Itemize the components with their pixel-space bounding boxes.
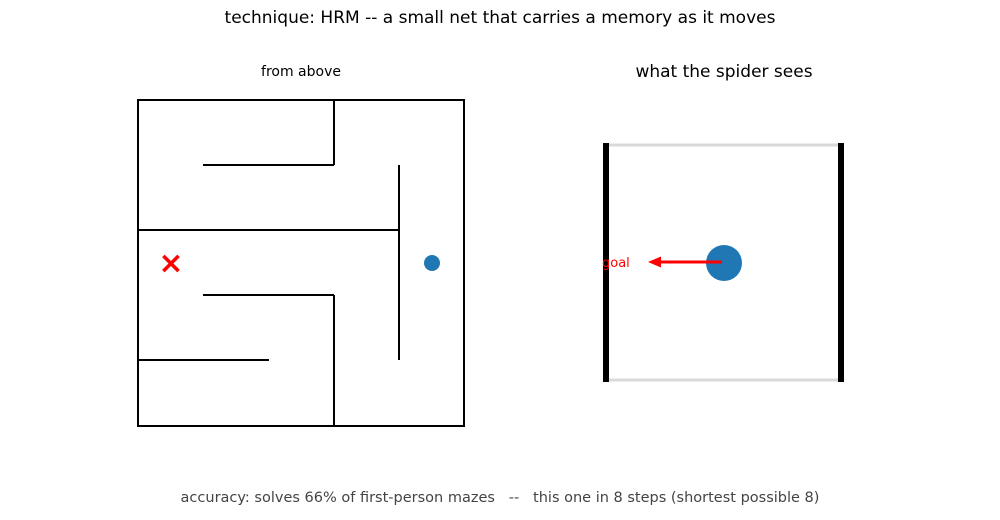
overhead-maze [137,99,465,427]
spider-agent [706,245,742,281]
maze-outer-wall [137,99,465,427]
first-person-panel-title: what the spider sees [635,62,813,82]
goal-marker: × [158,246,183,281]
first-person-view: goal [602,143,844,382]
accuracy-footer: accuracy: solves 66% of first-person maz… [180,490,820,506]
goal-direction-arrowhead [648,256,661,268]
overhead-panel-title: from above [261,64,341,80]
goal-label: goal [602,256,630,271]
figure-title: technique: HRM -- a small net that carri… [224,8,776,28]
agent-dot [424,255,440,271]
